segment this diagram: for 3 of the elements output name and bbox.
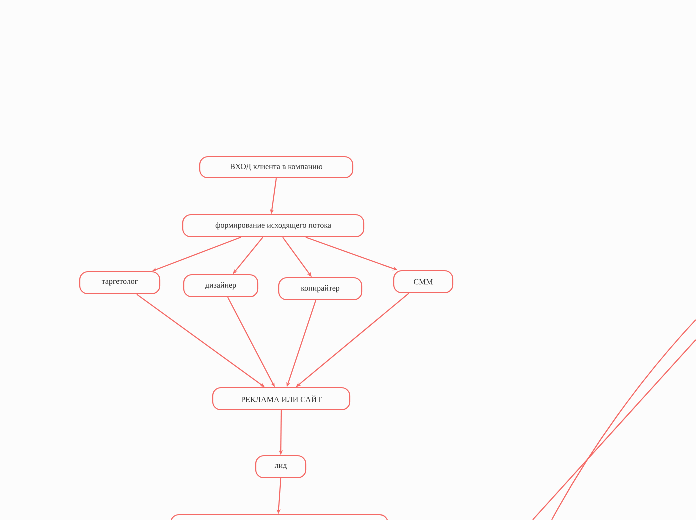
arrow [296, 293, 410, 388]
process-box [170, 514, 389, 520]
arrow [136, 294, 265, 388]
